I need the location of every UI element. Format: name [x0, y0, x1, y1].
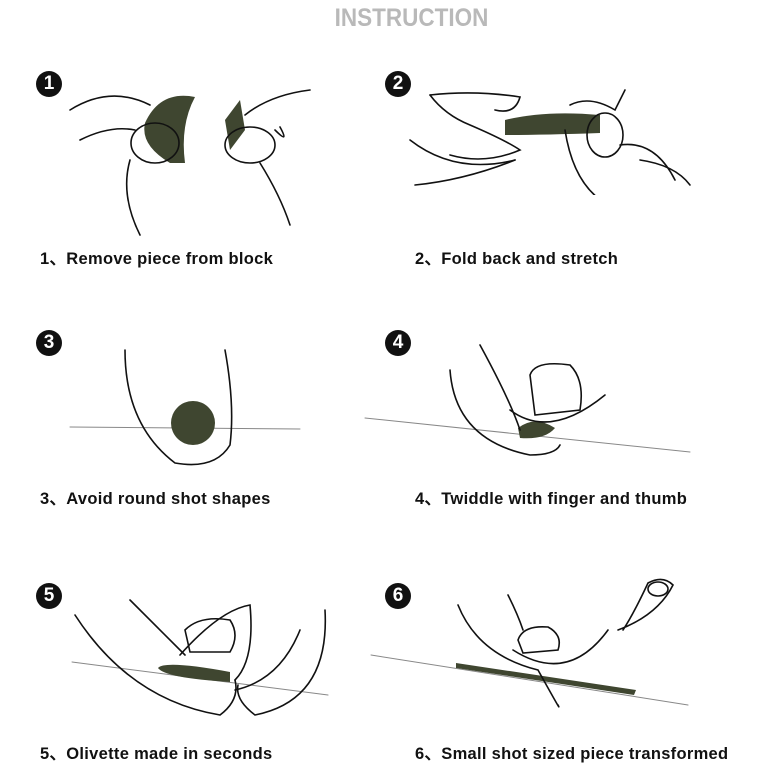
- step-2-number: 2: [385, 71, 411, 97]
- step-6-illustration: [370, 578, 689, 708]
- step-4-caption: 4、Twiddle with finger and thumb: [415, 490, 688, 508]
- step-3-illustration: [69, 349, 301, 466]
- step-5-caption: 5、Olivette made in seconds: [40, 745, 273, 763]
- page-title: INSTRUCTION: [334, 4, 489, 32]
- step-3-number: 3: [36, 330, 62, 356]
- step-1-number: 1: [36, 71, 62, 97]
- step-2-illustration: [409, 89, 691, 195]
- step-4-number: 4: [385, 330, 411, 356]
- step-1-caption: 1、Remove piece from block: [40, 250, 274, 268]
- step-5-number: 5: [36, 583, 62, 609]
- step-6-caption: 6、Small shot sized piece transformed: [415, 745, 729, 763]
- step-3-caption: 3、Avoid round shot shapes: [40, 490, 271, 508]
- step-2-caption: 2、Fold back and stretch: [415, 250, 619, 268]
- step-5-illustration: [71, 599, 329, 716]
- step-4-illustration: [364, 344, 691, 456]
- step-6-number: 6: [385, 583, 411, 609]
- step-1-illustration: [69, 89, 311, 236]
